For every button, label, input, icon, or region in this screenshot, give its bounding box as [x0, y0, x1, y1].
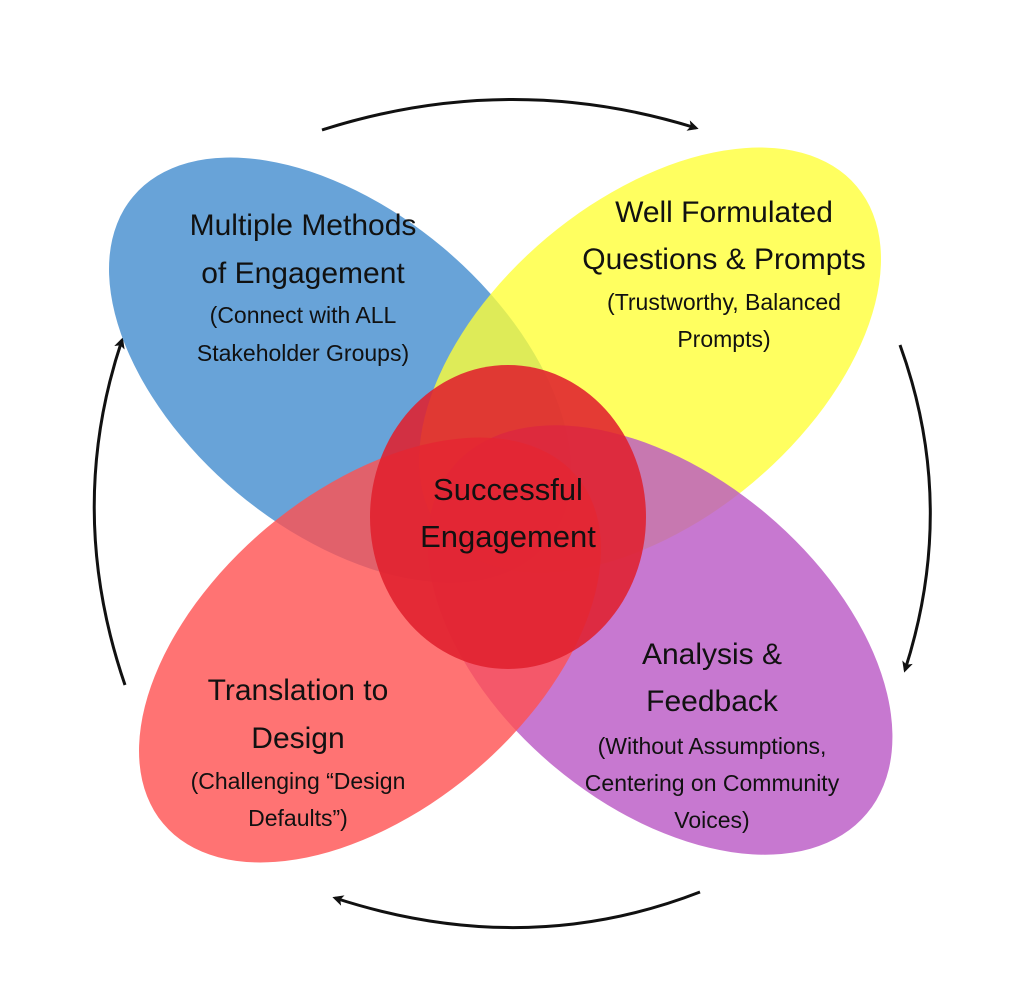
questions-title-line1: Well Formulated: [615, 196, 833, 229]
analysis-subtitle-line2: Centering on Community: [585, 770, 840, 796]
analysis-title-line2: Feedback: [646, 685, 779, 718]
questions-subtitle-line1: (Trustworthy, Balanced: [607, 289, 841, 315]
analysis-subtitle-line1: (Without Assumptions,: [598, 733, 827, 759]
arrow-right: [898, 344, 932, 673]
translation-subtitle-line2: Defaults”): [248, 805, 348, 831]
methods-title-line1: Multiple Methods: [190, 209, 417, 242]
labels: Multiple Methods of Engagement (Connect …: [190, 196, 866, 833]
cycle-arrows: [92, 98, 932, 929]
analysis-title-line1: Analysis &: [642, 638, 782, 671]
translation-title-line1: Translation to: [208, 674, 389, 707]
center-label-line2: Engagement: [420, 519, 596, 554]
translation-title-line2: Design: [251, 722, 344, 755]
arrow-top: [321, 98, 699, 132]
arrow-left: [92, 337, 127, 686]
petals: [109, 147, 893, 863]
questions-subtitle-line2: Prompts): [677, 326, 770, 352]
questions-title-line2: Questions & Prompts: [582, 243, 865, 276]
translation-subtitle-line1: (Challenging “Design: [191, 768, 406, 794]
center-label-line1: Successful: [433, 472, 583, 507]
center-circle: [370, 365, 646, 669]
arrow-bottom: [332, 890, 701, 929]
analysis-subtitle-line3: Voices): [674, 807, 749, 833]
methods-subtitle-line1: (Connect with ALL: [210, 302, 397, 328]
methods-subtitle-line2: Stakeholder Groups): [197, 340, 409, 366]
methods-title-line2: of Engagement: [201, 257, 405, 290]
